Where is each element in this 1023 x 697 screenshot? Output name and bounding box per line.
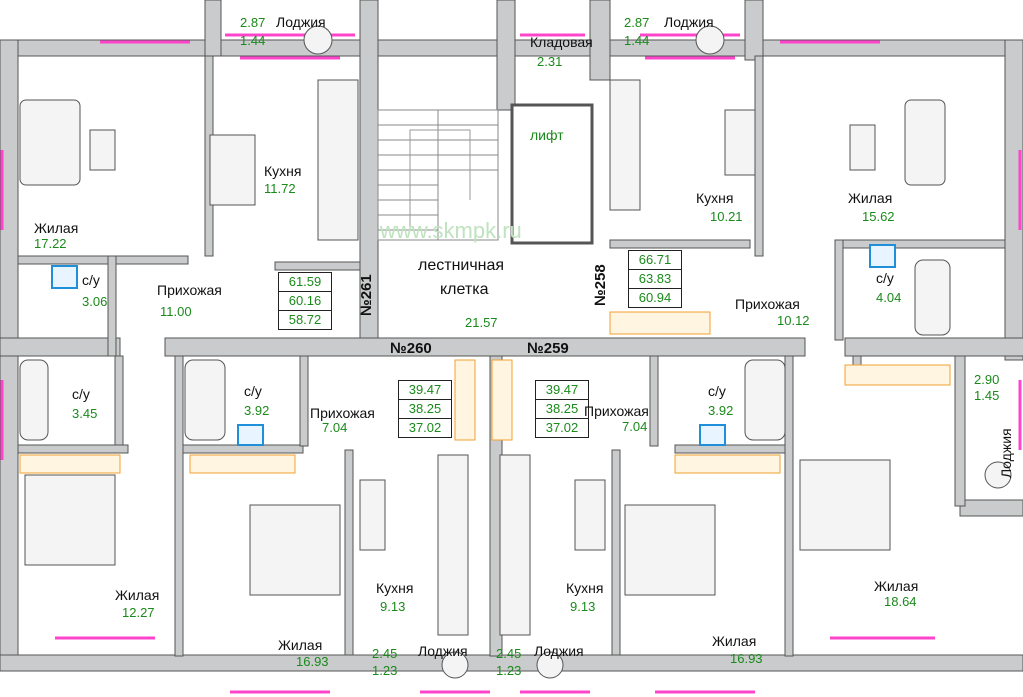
hall-c1-area: 7.04 xyxy=(322,420,348,435)
hall-tr-label: Прихожая xyxy=(735,296,800,312)
living-bc1-area: 16.93 xyxy=(296,654,329,669)
bath-tl-area: 3.06 xyxy=(82,294,108,309)
area-reduced: 38.25 xyxy=(399,400,451,419)
apartment-number-261: №261 xyxy=(358,274,375,316)
area-box-260: 39.47 38.25 37.02 xyxy=(398,380,452,438)
loggia-bl-area1: 2.45 xyxy=(372,646,398,661)
loggia-tr-label: Лоджия xyxy=(664,14,714,30)
bath-c2-area: 3.92 xyxy=(708,403,734,418)
loggia-tl-area2: 1.44 xyxy=(240,33,266,48)
fixtures xyxy=(51,244,896,446)
bath-ml-area: 3.45 xyxy=(72,406,98,421)
living-bc2-area: 16.93 xyxy=(730,651,763,666)
kitchen-tr-label: Кухня xyxy=(696,190,734,206)
loggia-tl-area1: 2.87 xyxy=(240,15,266,30)
furniture xyxy=(19,25,1012,679)
area-living: 37.02 xyxy=(408,420,442,435)
stair-label-line1: лестничная xyxy=(418,257,505,274)
living-bl-area: 12.27 xyxy=(122,605,155,620)
loggia-br-area1: 2.45 xyxy=(496,646,522,661)
hall-c2-label: Прихожая xyxy=(584,403,649,419)
watermark: www.skmpk.ru xyxy=(380,218,522,243)
hall-tl-label: Прихожая xyxy=(157,282,222,298)
lift-shaft xyxy=(510,103,594,245)
loggia-r-label: Лоджия xyxy=(998,428,1014,478)
bath-ml-label: с/у xyxy=(72,386,90,402)
kitchen-tl-label: Кухня xyxy=(264,163,302,179)
area-total: 39.47 xyxy=(536,381,588,400)
kitchen-tr-area: 10.21 xyxy=(710,209,743,224)
bath-tr-label: с/у xyxy=(876,270,894,286)
loggia-tr-area1: 2.87 xyxy=(624,15,650,30)
area-living: 58.72 xyxy=(288,312,322,327)
hall-c2-area: 7.04 xyxy=(622,419,648,434)
living-br-area: 18.64 xyxy=(884,594,917,609)
living-tl-area: 17.22 xyxy=(34,236,67,251)
kitchen-bc2-area: 9.13 xyxy=(570,599,596,614)
living-tr-label: Жилая xyxy=(848,190,893,206)
area-total: 66.71 xyxy=(629,251,681,270)
hall-tl-area: 11.00 xyxy=(160,304,192,319)
loggia-bl-area2: 1.23 xyxy=(372,663,398,678)
stair-label-line2: клетка xyxy=(440,281,489,298)
stair-area: 21.57 xyxy=(465,315,498,330)
bath-c2-label: с/у xyxy=(708,383,726,399)
area-living: 60.94 xyxy=(638,290,672,305)
loggia-r-area1: 2.90 xyxy=(974,372,1000,387)
area-box-261: 61.59 60.16 58.72 xyxy=(278,272,332,330)
wardrobes xyxy=(19,311,951,474)
area-reduced: 63.83 xyxy=(629,270,681,289)
bath-c1-label: с/у xyxy=(244,383,262,399)
area-reduced: 60.16 xyxy=(279,292,331,311)
living-bc1-label: Жилая xyxy=(278,637,323,653)
loggia-br-area2: 1.23 xyxy=(496,663,522,678)
apartment-number-258: №258 xyxy=(592,264,609,306)
kitchen-bc2-label: Кухня xyxy=(566,580,604,596)
living-tr-area: 15.62 xyxy=(862,209,895,224)
loggia-tr-area2: 1.44 xyxy=(624,33,650,48)
area-reduced: 38.25 xyxy=(536,400,588,419)
living-tl-label: Жилая xyxy=(34,220,79,236)
apartment-number-260: №260 xyxy=(390,340,432,357)
hall-tr-area: 10.12 xyxy=(777,313,810,328)
area-living: 37.02 xyxy=(545,420,579,435)
loggia-r-area2: 1.45 xyxy=(974,388,1000,403)
living-bc2-label: Жилая xyxy=(712,633,757,649)
staircase xyxy=(377,109,499,241)
bath-c1-area: 3.92 xyxy=(244,403,270,418)
hall-c1-label: Прихожая xyxy=(310,405,375,421)
bath-tl-label: с/у xyxy=(82,272,100,288)
area-total: 61.59 xyxy=(279,273,331,292)
area-box-258: 66.71 63.83 60.94 xyxy=(628,250,682,308)
kitchen-tl-area: 11.72 xyxy=(264,181,296,196)
storage-area: 2.31 xyxy=(537,54,563,69)
kitchen-bc1-area: 9.13 xyxy=(380,599,406,614)
loggia-br-label: Лоджия xyxy=(534,643,584,659)
walls xyxy=(0,0,1023,672)
lift-label: лифт xyxy=(530,127,564,143)
living-bl-label: Жилая xyxy=(115,587,160,603)
living-br-label: Жилая xyxy=(874,578,919,594)
apartment-number-259: №259 xyxy=(527,340,569,357)
loggia-tl-label: Лоджия xyxy=(276,14,326,30)
area-total: 39.47 xyxy=(399,381,451,400)
kitchen-bc1-label: Кухня xyxy=(376,580,414,596)
storage-label: Кладовая xyxy=(530,34,593,50)
bath-tr-area: 4.04 xyxy=(876,290,902,305)
loggia-bl-label: Лоджия xyxy=(418,643,468,659)
area-box-259: 39.47 38.25 37.02 xyxy=(535,380,589,438)
